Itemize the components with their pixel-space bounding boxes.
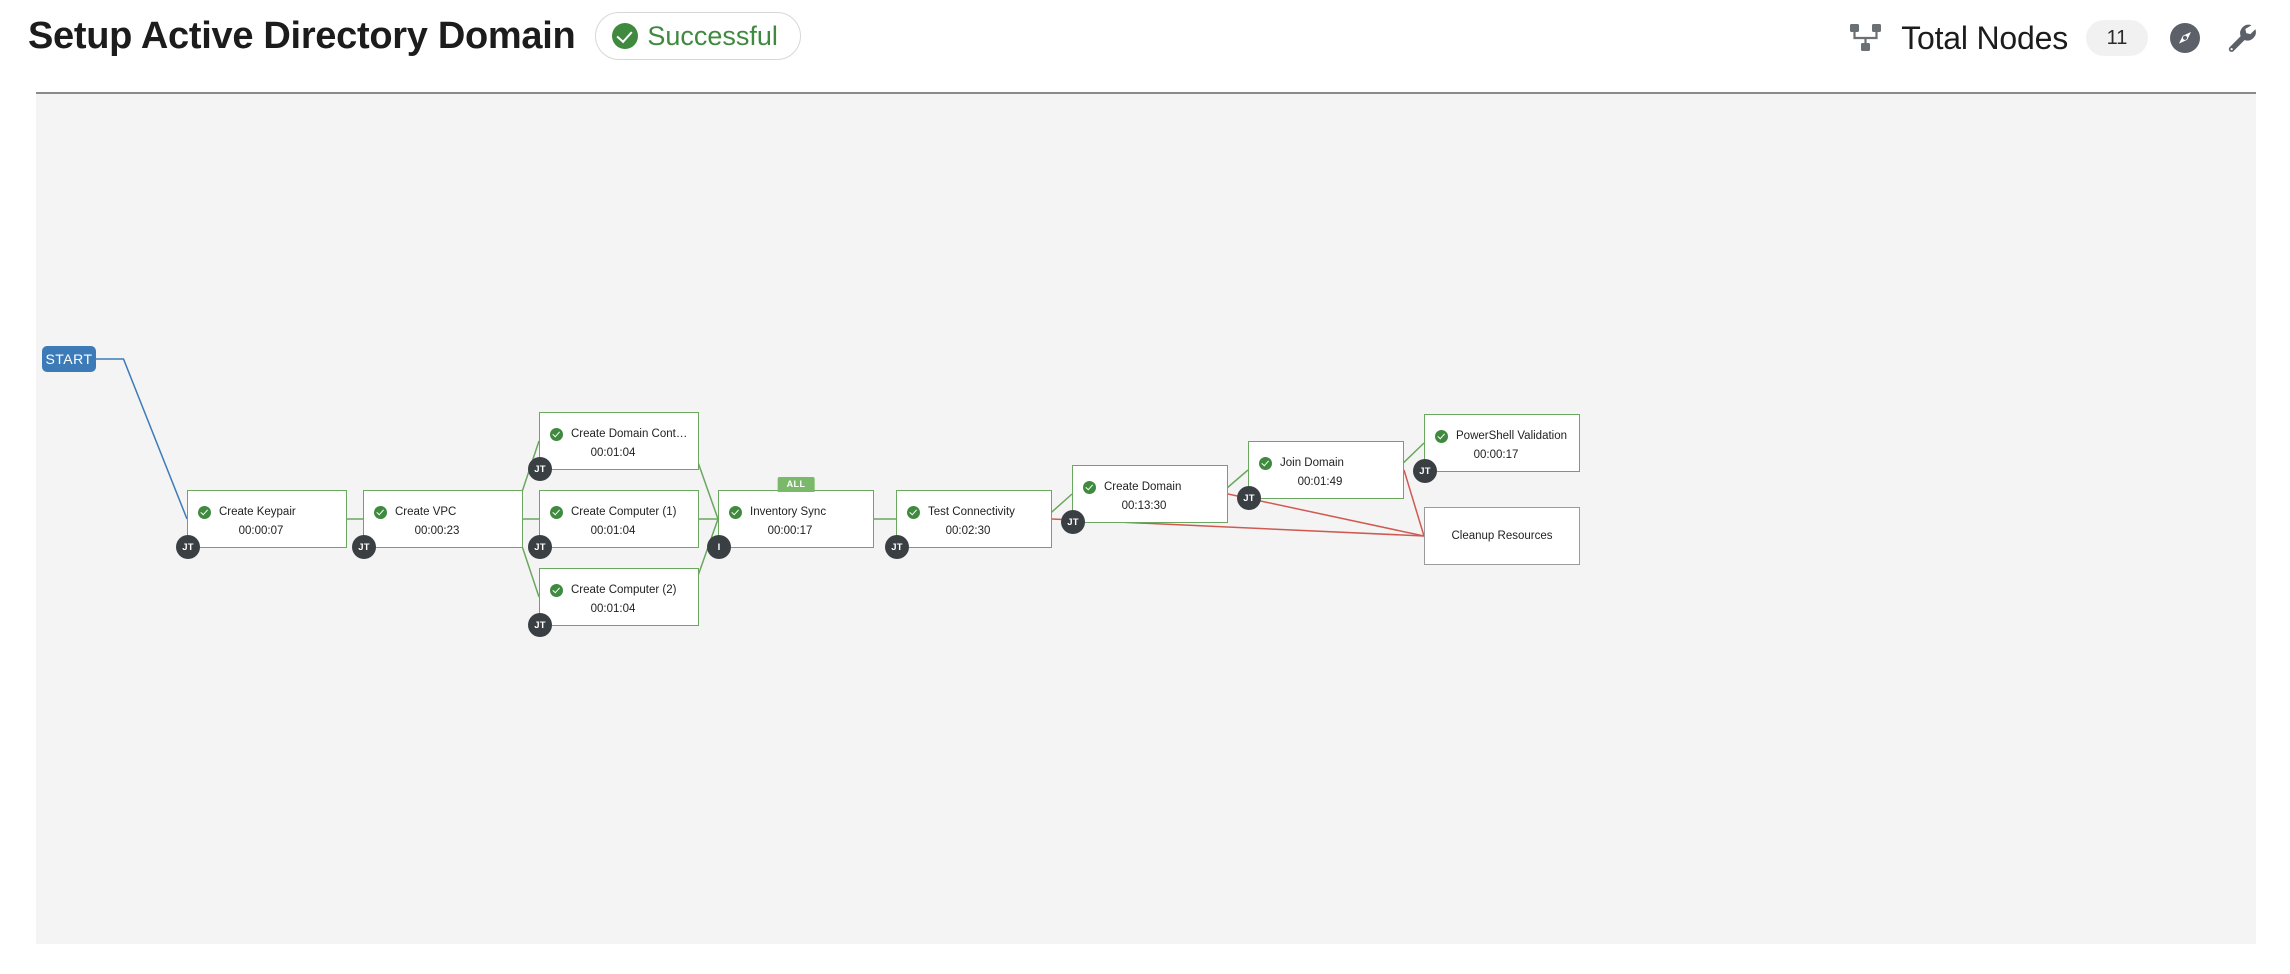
node-title-row: Test Connectivity [897,501,1051,523]
node-elapsed: 00:01:04 [590,525,636,537]
node-elapsed: 00:01:04 [590,447,636,459]
node-success-check-icon [1259,456,1272,470]
node-start[interactable]: START [42,346,96,372]
node-title: Join Domain [1280,457,1344,469]
node-title-row: Create Keypair [188,501,346,523]
node-badge-jt[interactable]: JT [1237,486,1261,510]
app-header: Setup Active Directory Domain Successful… [0,0,2290,93]
total-nodes-badge: 11 [2086,20,2148,56]
node-badge-jt[interactable]: JT [1061,510,1085,534]
node-badge-jt[interactable]: JT [352,535,376,559]
edge-start-to-create-keypair [96,358,188,520]
node-title-row: Create Computer (2) [540,579,698,601]
node-title-row: Create Computer (1) [540,501,698,523]
sitemap-icon [1849,23,1883,53]
node-elapsed: 00:00:17 [767,525,813,537]
wrench-icon[interactable] [2222,19,2260,57]
page-title: Setup Active Directory Domain [28,15,576,57]
node-elapsed: 00:00:07 [238,525,284,537]
node-title-row: PowerShell Validation [1425,425,1579,447]
node-badge-jt[interactable]: JT [885,535,909,559]
node-title: Create Keypair [219,506,296,518]
node-success-check-icon [550,427,563,441]
edge-join-domain-to-cleanup-resources [1403,469,1425,537]
header-left-group: Setup Active Directory Domain Successful [28,12,801,60]
node-success-check-icon [1435,429,1448,443]
node-success-check-icon [729,505,742,519]
header-divider [36,92,2256,94]
node-success-check-icon [550,505,563,519]
node-elapsed: 00:00:17 [1473,449,1519,461]
node-badge-jt[interactable]: JT [528,457,552,481]
node-title-row: Inventory Sync [719,501,873,523]
node-badge-jt[interactable]: JT [176,535,200,559]
node-elapsed: 00:02:30 [945,525,991,537]
node-badge-jt[interactable]: JT [1413,459,1437,483]
node-title-row: Create Domain [1073,476,1227,498]
node-title: Create Computer (1) [571,506,677,518]
node-title: Create Domain Contr… [571,428,688,440]
node-success-check-icon [198,505,211,519]
node-elapsed: 00:13:30 [1121,500,1167,512]
total-nodes-label: Total Nodes [1901,19,2068,56]
node-title-row: Join Domain [1249,452,1403,474]
node-tag-inventory-sync: ALL [777,477,815,492]
node-start-label: START [45,351,93,367]
node-cleanup-resources[interactable]: Cleanup Resources [1424,507,1580,565]
node-elapsed: 00:01:04 [590,603,636,615]
node-title: PowerShell Validation [1456,430,1568,442]
node-elapsed: 00:01:49 [1297,476,1343,488]
node-title-row: Cleanup Resources [1425,525,1579,547]
node-title: Create Domain [1104,481,1182,493]
status-badge: Successful [595,12,801,60]
compass-icon[interactable] [2166,19,2204,57]
node-title: Cleanup Resources [1451,530,1553,542]
edge-create-domain-to-cleanup-resources [1227,493,1425,537]
node-success-check-icon [374,505,387,519]
status-badge-label: Successful [647,20,778,51]
node-elapsed: 00:00:23 [414,525,460,537]
header-right-group: Total Nodes 11 [1849,14,2260,62]
node-title-row: Create Domain Contr… [540,423,698,445]
node-title: Inventory Sync [750,506,827,518]
node-badge-jt[interactable]: JT [528,535,552,559]
node-badge-jt[interactable]: JT [528,613,552,637]
node-success-check-icon [907,505,920,519]
node-title: Test Connectivity [928,506,1015,518]
node-badge-i[interactable]: I [707,535,731,559]
node-title-row: Create VPC [364,501,522,523]
node-success-check-icon [1083,480,1096,494]
node-success-check-icon [550,583,563,597]
node-title: Create VPC [395,506,457,518]
node-title: Create Computer (2) [571,584,677,596]
check-circle-icon [612,23,639,49]
